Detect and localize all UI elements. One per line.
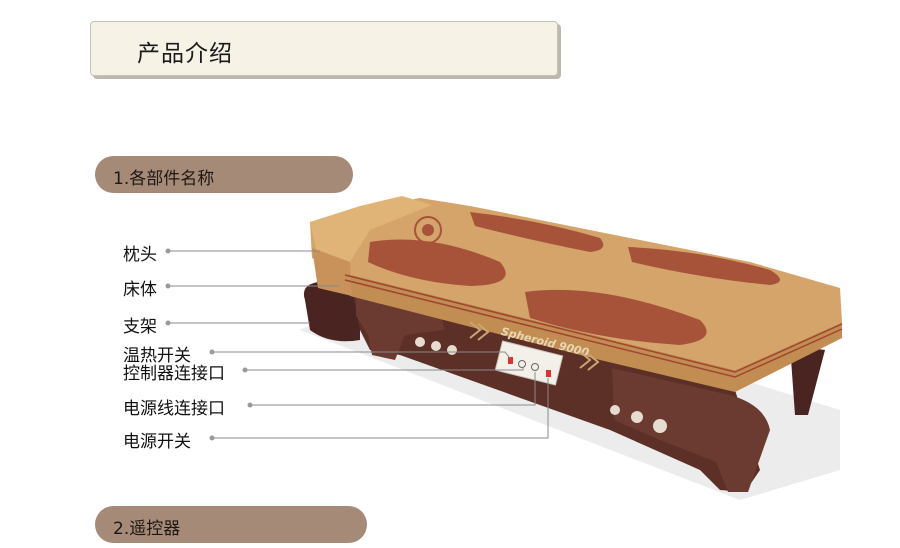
vent-hole — [631, 411, 643, 423]
jade-pad-right — [628, 247, 780, 285]
leader-lines — [168, 250, 549, 439]
vent-hole — [610, 405, 620, 415]
pillow-block — [310, 196, 432, 262]
section-heading-label: 1.各部件名称 — [113, 169, 215, 189]
page-title-box: 产品介绍 — [90, 21, 558, 76]
power-cord-port[interactable] — [531, 363, 539, 371]
section-heading-label: 2.遥控器 — [113, 519, 181, 539]
label-controller-port: 控制器连接口 — [123, 364, 225, 384]
label-heat-switch: 温热开关 — [123, 346, 191, 366]
heat-switch-indicator[interactable] — [508, 357, 513, 364]
vent-hole — [447, 345, 457, 355]
control-panel — [494, 340, 564, 386]
bed-stripe-lower — [344, 279, 843, 378]
vent-hole — [653, 419, 667, 433]
label-pillow: 枕头 — [123, 245, 157, 265]
vent-hole — [415, 337, 425, 347]
bed-body — [310, 198, 842, 370]
label-bed-body: 床体 — [123, 280, 157, 300]
left-support-leg — [303, 282, 360, 342]
section-heading-parts: 1.各部件名称 — [95, 156, 353, 193]
right-support-leg — [612, 368, 770, 492]
jade-pad-center — [525, 289, 707, 345]
label-support: 支架 — [123, 317, 157, 337]
chevron-icon — [469, 321, 600, 371]
controller-port[interactable] — [518, 360, 526, 368]
pillow-side — [312, 248, 352, 296]
page-title: 产品介绍 — [137, 41, 233, 67]
power-switch[interactable] — [546, 370, 551, 377]
leader-dots — [165, 248, 253, 441]
jade-pad-left — [368, 239, 506, 286]
jade-pad-top — [470, 212, 604, 252]
brand-logo-icon — [414, 216, 442, 244]
label-power-switch: 电源开关 — [123, 432, 191, 452]
label-power-cord-port: 电源线连接口 — [123, 399, 225, 419]
vent-hole — [431, 341, 441, 351]
bed-stripe-upper — [344, 274, 843, 373]
section-heading-remote: 2.遥控器 — [95, 506, 367, 543]
rear-support-leg — [790, 345, 825, 415]
bed-frame — [350, 280, 760, 492]
